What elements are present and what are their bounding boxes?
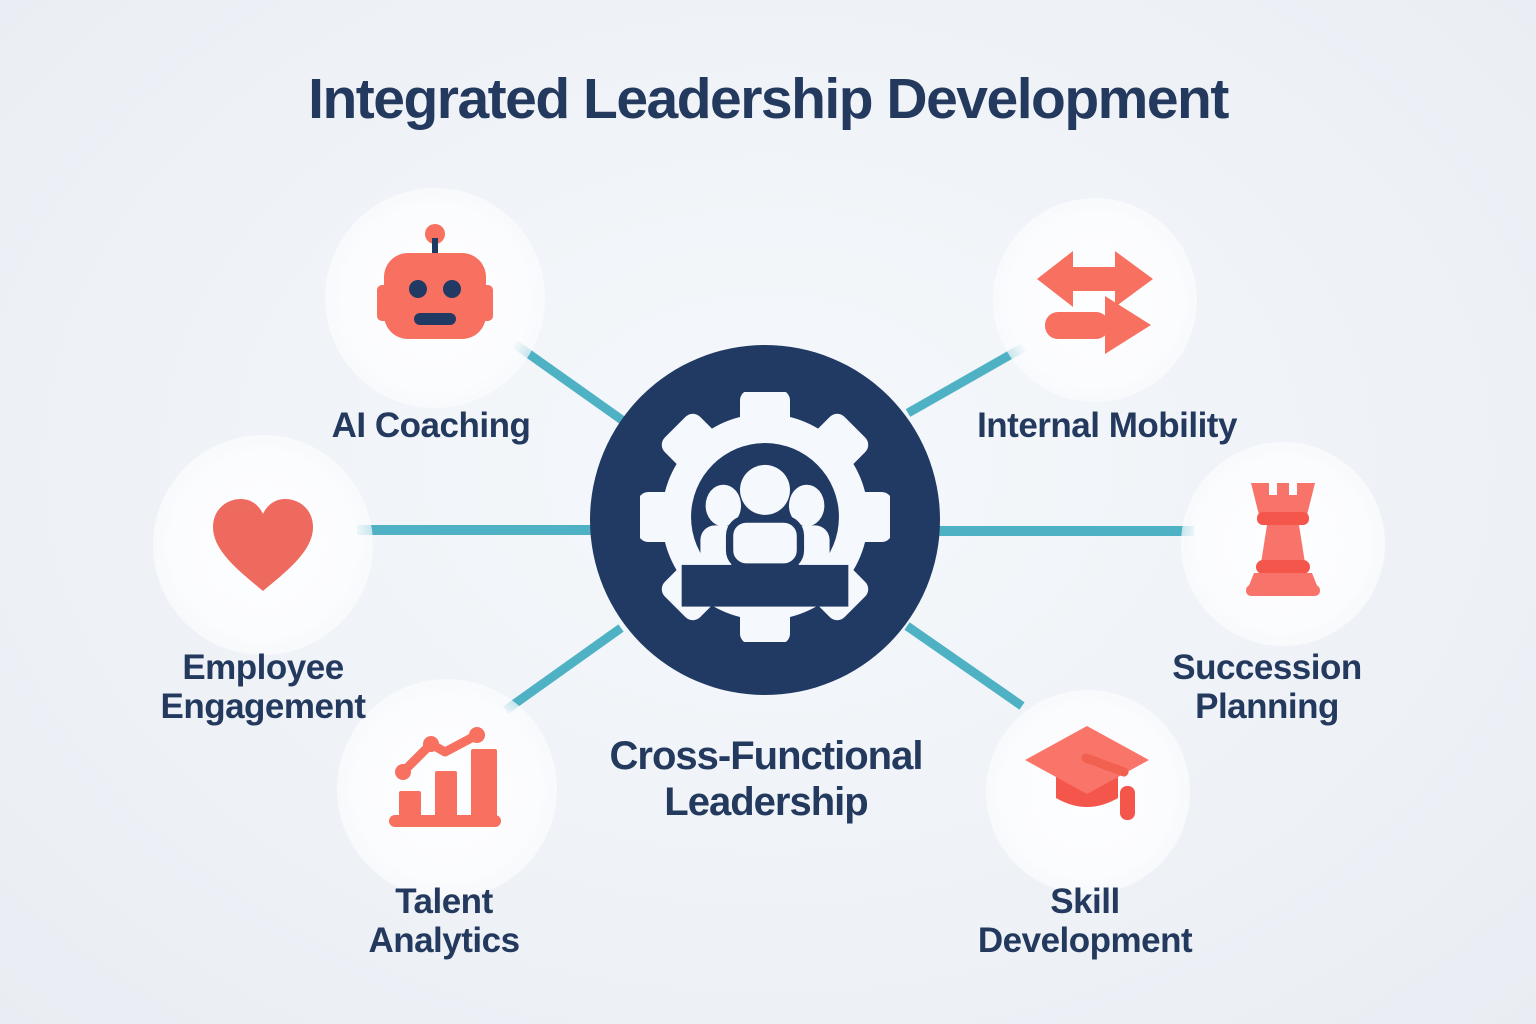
central-hub-label-line2: Leadership — [664, 780, 868, 824]
transfer-arrows-icon — [1037, 251, 1153, 354]
label-employee-engagement: Employee Engagement — [113, 648, 413, 726]
label-line: Succession — [1172, 648, 1362, 687]
robot-icon — [377, 224, 493, 339]
connector-internal-mobility — [905, 343, 1027, 417]
graduation-cap-icon — [1025, 726, 1149, 820]
central-hub — [590, 345, 940, 695]
central-hub-label: Cross-Functional Leadership — [516, 733, 1016, 825]
gear-people-icon — [640, 392, 890, 642]
label-skill-development: Skill Development — [935, 882, 1235, 960]
label-line: Development — [977, 921, 1193, 960]
heart-icon — [213, 499, 313, 591]
bar-chart-icon — [389, 727, 501, 827]
label-internal-mobility: Internal Mobility — [957, 406, 1257, 445]
label-succession-planning: Succession Planning — [1117, 648, 1417, 726]
connector-ai-coaching — [509, 338, 625, 424]
label-line: Internal Mobility — [977, 406, 1237, 445]
connector-talent-analytics — [503, 624, 624, 714]
central-hub-label-line1: Cross-Functional — [609, 734, 924, 778]
label-line: Skill — [1050, 882, 1120, 921]
people-group-glyph — [700, 464, 830, 571]
label-line: AI Coaching — [331, 406, 531, 445]
label-ai-coaching: AI Coaching — [281, 406, 581, 445]
label-line: Analytics — [368, 921, 520, 960]
connector-skill-development — [904, 622, 1025, 710]
label-line: Planning — [1195, 687, 1339, 726]
halo-internal-mobility — [993, 198, 1197, 402]
page-title: Integrated Leadership Development — [308, 67, 1229, 131]
label-talent-analytics: Talent Analytics — [294, 882, 594, 960]
label-line: Engagement — [160, 687, 366, 726]
chess-rook-icon — [1246, 483, 1320, 596]
label-line: Talent — [395, 882, 493, 921]
label-line: Employee — [182, 648, 344, 687]
